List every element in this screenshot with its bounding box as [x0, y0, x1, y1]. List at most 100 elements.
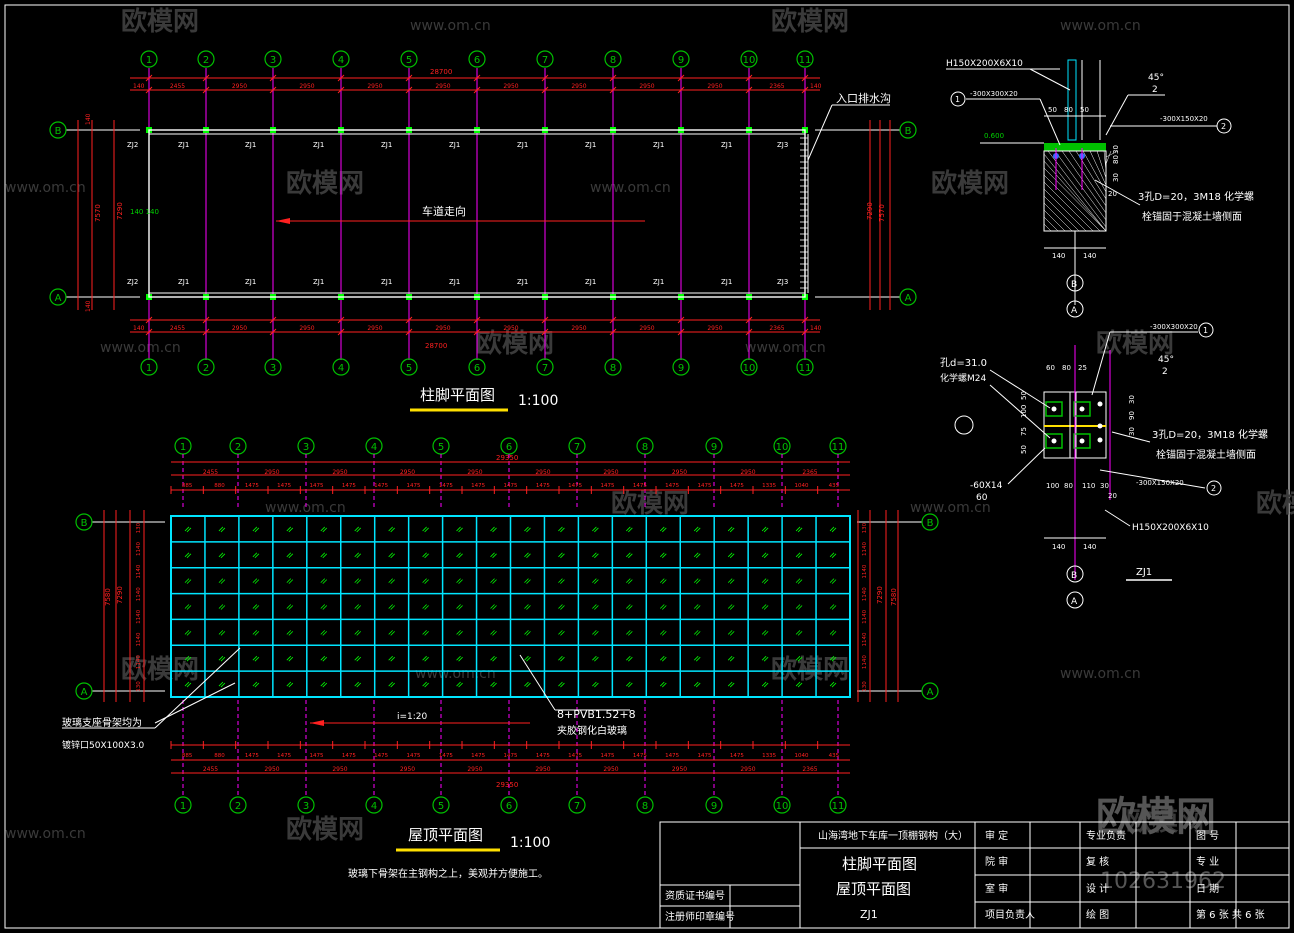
plan2-subspan-bottom: 1475 [730, 753, 744, 759]
plan2-axis-top-3-label: 3 [303, 442, 309, 453]
plan2-axis-bottom-10 [773, 796, 791, 814]
plan2-subspan-top: 1475 [504, 483, 518, 489]
plan1-axis-bottom-3-label: 3 [270, 363, 276, 374]
detail-top-dim-20: 20 [1108, 190, 1117, 198]
plan1-span-top: 2950 [571, 83, 586, 90]
col-tag-a: ZJ1 [517, 278, 528, 286]
col-tag-a: ZJ1 [449, 278, 460, 286]
col-tag-a: ZJ1 [178, 278, 189, 286]
column-base-plan-detail: 孔d=31.0 化学螺M24 -300X300X20 1 45° 2 3孔D=2… [940, 322, 1268, 609]
plan2-depth-right: 7580 [890, 588, 898, 606]
plan2-row-dim-right: 1140 [862, 609, 868, 623]
plan2-axis-bottom-1 [174, 796, 192, 814]
plan2-subspan-bottom: 1475 [698, 753, 712, 759]
plan2-span-top: 2950 [740, 469, 755, 476]
col-tag-a: ZJ1 [245, 278, 256, 286]
plan2-subspan-top: 1475 [633, 483, 647, 489]
column-base-plan: 11ZJ2ZJ222ZJ1ZJ133ZJ1ZJ144ZJ1ZJ155ZJ1ZJ1… [49, 50, 917, 412]
detail-bottom-bolt: 化学螺M24 [940, 372, 986, 384]
plan2-row-dim-right: 1140 [862, 564, 868, 578]
plan2-row-dim-left: 1140 [136, 541, 142, 555]
detail-bottom-left-dim: 50 [1020, 391, 1028, 400]
plan1-axis-bottom-8-label: 8 [610, 363, 616, 374]
plan2-row-left-A [75, 682, 93, 700]
plan2-subspan-bottom: 1475 [310, 753, 324, 759]
plan1-span-top: 2365 [769, 83, 784, 90]
plan2-span-top: 2950 [264, 469, 279, 476]
plan2-row-right-B [921, 513, 939, 531]
plan2-span-bottom: 2950 [332, 766, 347, 773]
plan1-axis-top-4-label: 4 [338, 55, 344, 66]
plan1-axis-top-7 [536, 50, 554, 68]
plan2-subspan-top: 1475 [665, 483, 679, 489]
bolt-hole [1079, 438, 1085, 444]
plan2-row-dim-left: 1140 [136, 564, 142, 578]
detail-bottom-mid-dim: 100 [1046, 482, 1059, 490]
roof-plan: 1122334455667788991010111124552455295029… [62, 437, 939, 880]
detail-top-beam: H150X200X6X10 [946, 59, 1023, 69]
plan2-span-top: 2455 [203, 469, 218, 476]
plan2-row-right-A-label: A [927, 687, 934, 698]
title-block-cell: 日 期 [1196, 883, 1219, 895]
drive-direction-label: 车道走向 [422, 204, 466, 218]
detail-bottom-anchor-2: 栓锚固于混凝土墙侧面 [1156, 448, 1256, 461]
plan1-span-top: 2950 [707, 83, 722, 90]
detail-bottom-tag: ZJ1 [1136, 567, 1152, 578]
plan2-subspan-top: 1475 [245, 483, 259, 489]
detail-bottom-plate2: -300X150X20 [1136, 479, 1184, 487]
detail-bottom-axis: B [1071, 571, 1077, 581]
plan1-axis-top-9-label: 9 [678, 55, 684, 66]
plan2-subspan-bottom: 1475 [439, 753, 453, 759]
plan2-row-left-A-label: A [81, 687, 88, 698]
plan1-axis-bottom-10 [740, 358, 758, 376]
plan2-subspan-bottom: 1475 [342, 753, 356, 759]
plan1-axis-bottom-5 [400, 358, 418, 376]
plan2-subspan-bottom: 1475 [245, 753, 259, 759]
plan2-axis-bottom-4-label: 4 [371, 801, 377, 812]
detail-bottom-mid-dim: 80 [1064, 482, 1073, 490]
plan1-row-right-A [899, 288, 917, 306]
detail-top-callout-2: 2 [1221, 122, 1226, 131]
plan1-span-bottom: 2950 [707, 325, 722, 332]
plan2-subspan-top: 880 [214, 483, 225, 489]
title-block: 山海湾地下车库一顶棚钢构（大） 柱脚平面图 屋顶平面图 ZJ1 资质证书编号 注… [659, 821, 1290, 929]
plan1-end-offset: 140 [133, 325, 145, 332]
plan2-subspan-top: 1475 [536, 483, 550, 489]
plan1-span-top: 2950 [435, 83, 450, 90]
plan2-span-bottom: 2950 [535, 766, 550, 773]
bolt-hole [1051, 438, 1057, 444]
plan1-row-left-A-label: A [55, 293, 62, 304]
plan1-axis-top-4 [332, 50, 350, 68]
title-block-cell: 专业负责 [1086, 829, 1126, 842]
watermark-brand: 欧模网 [931, 168, 1009, 199]
detail-top-side-dim: 30 [1112, 145, 1120, 154]
tb-drawing-2: 屋顶平面图 [836, 880, 911, 898]
plan2-subspan-bottom: 1475 [407, 753, 421, 759]
plan2-axis-bottom-11-label: 11 [832, 801, 845, 812]
plan1-end-offset: 140 [810, 325, 822, 332]
plan1-axis-top-8-label: 8 [610, 55, 616, 66]
col-tag-a: ZJ1 [381, 278, 392, 286]
plan2-axis-bottom-5-label: 5 [438, 801, 444, 812]
plan2-axis-bottom-1-label: 1 [180, 801, 186, 812]
bolt-hole [1097, 437, 1103, 443]
plan1-row-right-A-label: A [905, 293, 912, 304]
title-block-cell: 复 核 [1086, 855, 1109, 868]
frame-note-1: 玻璃支座骨架均为 [62, 716, 142, 729]
watermark-url: www.om.cn [5, 826, 86, 842]
plan2-axis-bottom-5 [432, 796, 450, 814]
plan1-axis-top-3 [264, 50, 282, 68]
plan1-row-left-B-label: B [55, 126, 62, 137]
plan1-axis-bottom-8 [604, 358, 622, 376]
detail-top-axis: B [1071, 280, 1077, 290]
plan2-subspan-bottom: 1475 [277, 753, 291, 759]
detail-top-bottom-dim: 140 [1052, 252, 1065, 260]
plan2-span-top: 2950 [603, 469, 618, 476]
detail-top-dim: 80 [1064, 106, 1073, 114]
plan1-axis-bottom-9 [672, 358, 690, 376]
col-tag-b: ZJ1 [313, 141, 324, 149]
plan1-depth-right: 7570 [878, 204, 886, 222]
plan1-span-bottom: 2365 [769, 325, 784, 332]
plan2-row-dim-right: 130 [862, 681, 868, 692]
plan1-depth-inner-right: 7290 [866, 202, 874, 220]
